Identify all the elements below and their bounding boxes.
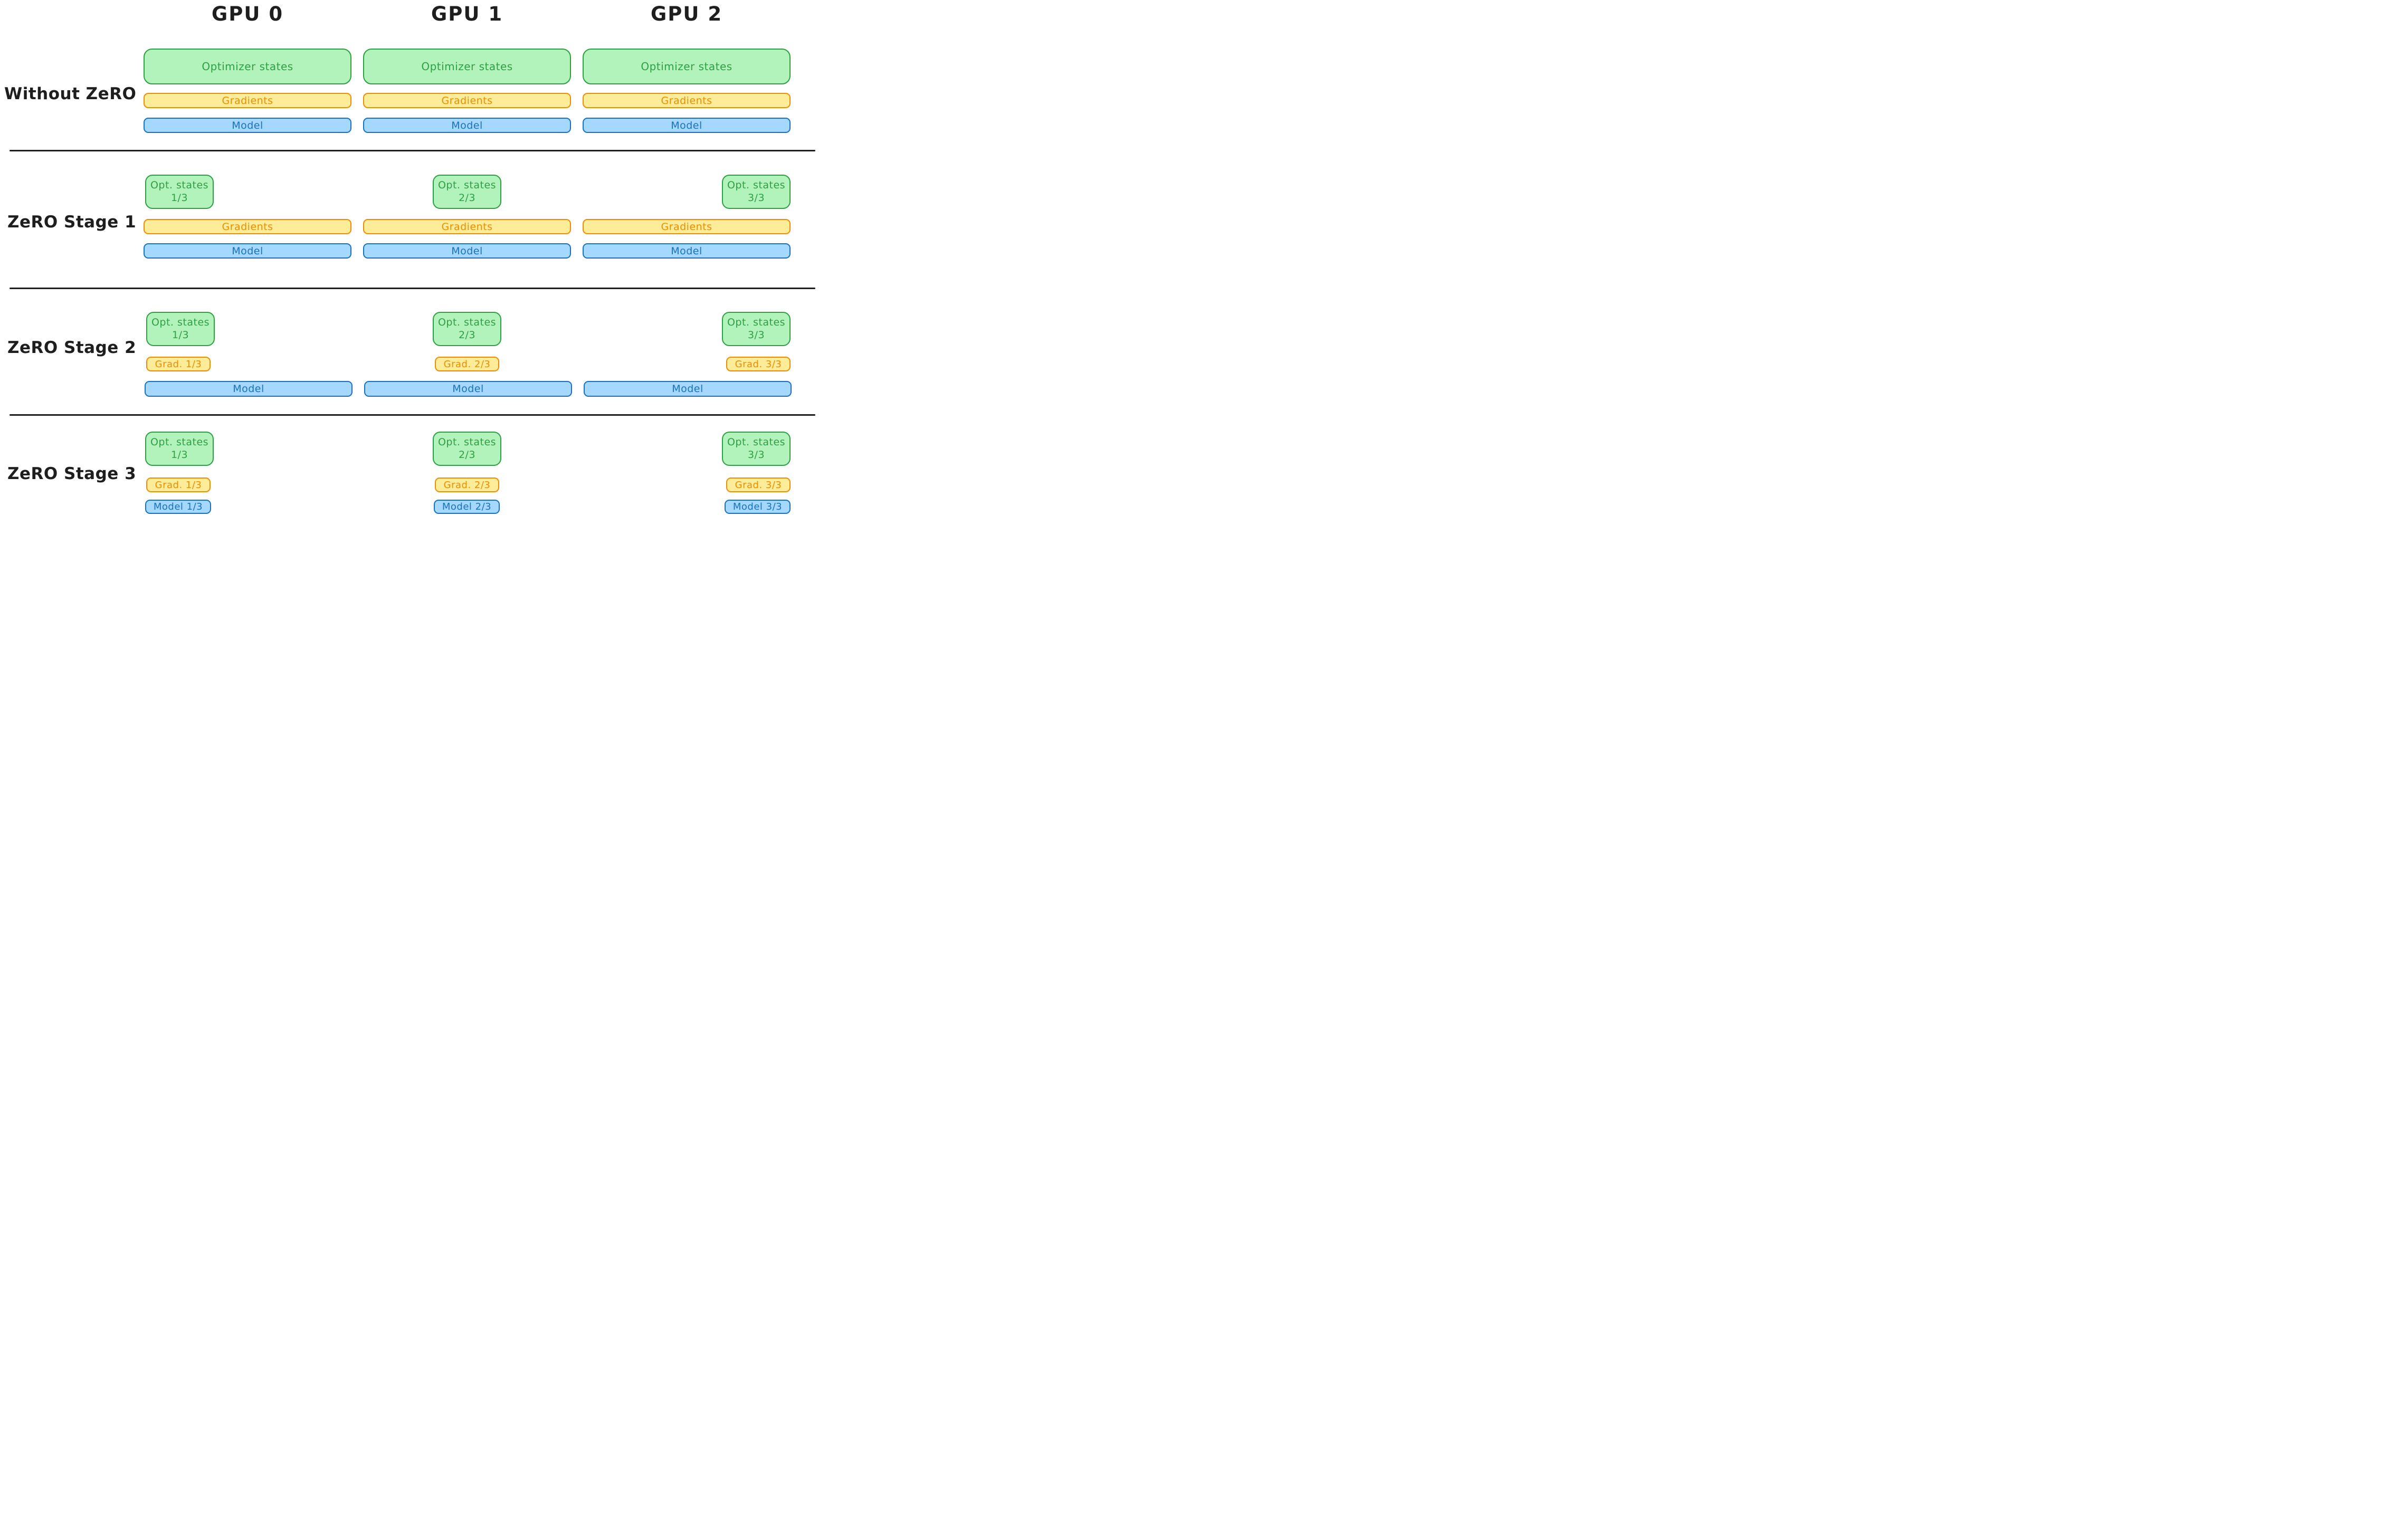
r3-gpu0-model-shard-chip: Model 1/3: [145, 500, 211, 514]
r0-gpu1-model-bar: Model: [363, 118, 571, 133]
r0-gpu2-model-bar: Model: [583, 118, 791, 133]
row-label-zero-stage-2: ZeRO Stage 2: [7, 338, 137, 357]
r3-gpu0-opt-states-shard-box: Opt. states 1/3: [145, 432, 214, 466]
r3-gpu2-opt-states-shard-box: Opt. states 3/3: [722, 432, 791, 466]
r1-gpu2-gradients-bar: Gradients: [583, 219, 791, 234]
r2-gpu1-opt-states-shard-box: Opt. states 2/3: [433, 312, 501, 346]
r2-gpu2-gradients-shard-chip: Grad. 3/3: [726, 357, 791, 371]
r1-gpu1-opt-states-shard-box: Opt. states 2/3: [433, 175, 501, 209]
zero-stages-diagram: GPU 0 GPU 1 GPU 2 Without ZeRO ZeRO Stag…: [0, 0, 816, 515]
divider-line-3: [9, 414, 815, 416]
r2-gpu2-model-bar: Model: [584, 381, 792, 397]
r3-gpu0-gradients-shard-chip: Grad. 1/3: [146, 477, 211, 492]
r3-gpu1-gradients-shard-chip: Grad. 2/3: [435, 477, 499, 492]
r0-gpu0-gradients-bar: Gradients: [144, 93, 351, 108]
r0-gpu2-optimizer-states-box: Optimizer states: [583, 49, 791, 84]
r2-gpu2-opt-states-shard-box: Opt. states 3/3: [722, 312, 791, 346]
r2-gpu1-model-bar: Model: [364, 381, 572, 397]
r1-gpu0-opt-states-shard-box: Opt. states 1/3: [145, 175, 214, 209]
r0-gpu1-optimizer-states-box: Optimizer states: [363, 49, 571, 84]
r3-gpu2-gradients-shard-chip: Grad. 3/3: [726, 477, 791, 492]
divider-line-1: [9, 150, 815, 151]
r3-gpu1-model-shard-chip: Model 2/3: [434, 500, 500, 514]
r0-gpu0-optimizer-states-box: Optimizer states: [144, 49, 351, 84]
r3-gpu1-opt-states-shard-box: Opt. states 2/3: [433, 432, 501, 466]
r0-gpu0-model-bar: Model: [144, 118, 351, 133]
r3-gpu2-model-shard-chip: Model 3/3: [725, 500, 791, 514]
row-label-zero-stage-1: ZeRO Stage 1: [7, 213, 137, 232]
r1-gpu0-model-bar: Model: [144, 243, 351, 259]
r1-gpu1-model-bar: Model: [363, 243, 571, 259]
r1-gpu1-gradients-bar: Gradients: [363, 219, 571, 234]
row-label-zero-stage-3: ZeRO Stage 3: [7, 464, 137, 483]
r0-gpu2-gradients-bar: Gradients: [583, 93, 791, 108]
divider-line-2: [9, 288, 815, 289]
r2-gpu0-opt-states-shard-box: Opt. states 1/3: [146, 312, 215, 346]
r1-gpu2-model-bar: Model: [583, 243, 791, 259]
gpu-2-column-header: GPU 2: [650, 3, 723, 25]
r2-gpu1-gradients-shard-chip: Grad. 2/3: [435, 357, 499, 371]
row-label-without-zero: Without ZeRO: [4, 84, 137, 103]
r0-gpu1-gradients-bar: Gradients: [363, 93, 571, 108]
gpu-1-column-header: GPU 1: [431, 3, 503, 25]
gpu-0-column-header: GPU 0: [211, 3, 284, 25]
r2-gpu0-gradients-shard-chip: Grad. 1/3: [146, 357, 211, 371]
r2-gpu0-model-bar: Model: [145, 381, 353, 397]
r1-gpu0-gradients-bar: Gradients: [144, 219, 351, 234]
r1-gpu2-opt-states-shard-box: Opt. states 3/3: [722, 175, 791, 209]
